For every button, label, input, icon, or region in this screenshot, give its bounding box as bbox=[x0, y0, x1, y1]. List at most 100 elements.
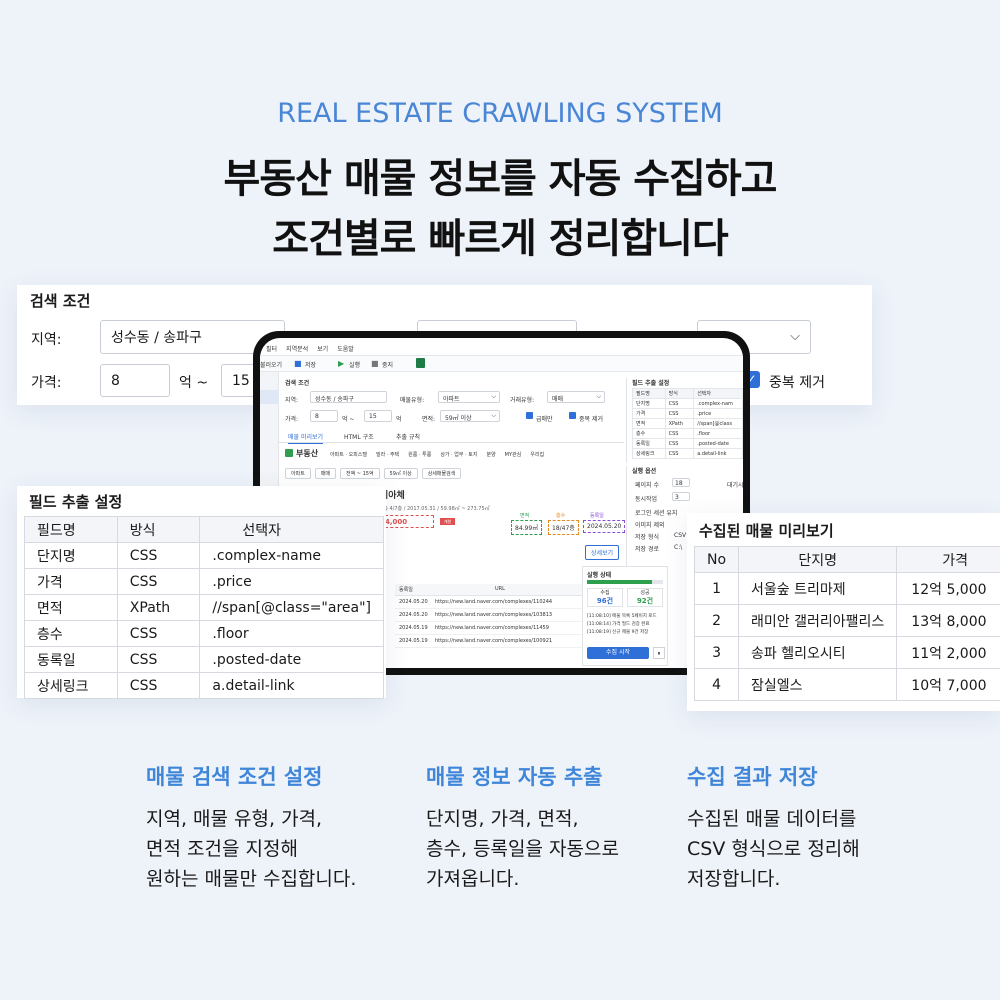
table-cell: .complex-name bbox=[199, 542, 384, 569]
table-cell: CSS bbox=[116, 646, 201, 673]
tab-preview[interactable]: 매물 미리보기 bbox=[288, 432, 324, 444]
opt-format-value[interactable]: CSV bbox=[674, 532, 687, 539]
site-nav-item[interactable]: 상가 · 업무 · 토지 bbox=[440, 452, 478, 458]
options-title: 실행 옵션 bbox=[632, 468, 657, 475]
table-cell: 4 bbox=[693, 668, 740, 701]
progress-fill bbox=[587, 580, 652, 584]
app-deal-select[interactable]: 매매⌵ bbox=[547, 391, 605, 403]
detail-button[interactable]: 상세보기 bbox=[585, 545, 620, 560]
opt-concurrency-label: 동시작업 bbox=[635, 496, 658, 503]
urgent-checkbox[interactable] bbox=[526, 412, 533, 419]
app-area-select[interactable]: 59㎡ 이상⌵ bbox=[440, 410, 500, 422]
app-dedupe-label: 중복 제거 bbox=[579, 416, 603, 423]
table-cell: CSS bbox=[664, 438, 695, 449]
site-filter[interactable]: 59㎡ 이상 bbox=[383, 468, 418, 479]
search-panel-title: 검색 조건 bbox=[30, 292, 91, 310]
app-type-select[interactable]: 아파트⌵ bbox=[438, 391, 500, 403]
table-cell: CSS bbox=[664, 398, 695, 409]
play-icon: ▶ bbox=[338, 359, 345, 368]
site-nav-item[interactable]: 우리집 bbox=[530, 452, 545, 458]
pause-icon[interactable]: ⏸ bbox=[653, 647, 665, 659]
listing-price: 4,000 bbox=[380, 515, 434, 528]
table-cell: .price bbox=[199, 568, 384, 595]
opt-concurrency-input[interactable]: 3 bbox=[672, 492, 690, 501]
app-price-max[interactable]: 15 bbox=[364, 410, 392, 422]
chevron-down-icon: ⌵ bbox=[491, 412, 496, 419]
opt-login-label[interactable]: 로그인 세션 유지 bbox=[635, 510, 678, 517]
app-price-min[interactable]: 8 bbox=[310, 410, 338, 422]
table-cell: 단지명 bbox=[24, 542, 118, 569]
app-area-label: 면적: bbox=[422, 416, 436, 423]
start-collect-button[interactable]: 수집 시작 bbox=[587, 647, 649, 659]
site-nav-item[interactable]: 빌라 · 주택 bbox=[375, 452, 400, 458]
stop-button[interactable]: 중지 bbox=[382, 362, 394, 369]
feature-title-save: 수집 결과 저장 bbox=[687, 765, 818, 789]
gutter-selected bbox=[260, 390, 279, 404]
table-cell: .complex-nam bbox=[693, 398, 743, 409]
table-cell: 2 bbox=[693, 604, 740, 637]
app-region-input[interactable]: 성수동 / 송파구 bbox=[310, 391, 387, 403]
app-type-label: 매물유형: bbox=[400, 397, 425, 404]
app-options-panel: 실행 옵션 페이지 수 18 대기시 동시작업 3 로그인 세션 유지 이미지 … bbox=[626, 466, 743, 566]
progress-track bbox=[587, 580, 663, 584]
app-price-unit: 억 ~ bbox=[342, 416, 355, 423]
site-filter[interactable]: 매매 bbox=[314, 468, 337, 479]
app-price-label: 가격: bbox=[285, 416, 299, 423]
menu-item[interactable]: 필터 bbox=[266, 346, 278, 353]
field-col-header: 방식 bbox=[116, 516, 201, 543]
opt-pages-input[interactable]: 18 bbox=[672, 478, 690, 487]
site-filters: 아파트 매매 전액 ~ 15억 59㎡ 이상 상세매물검색 bbox=[285, 468, 462, 479]
tab-html[interactable]: HTML 구조 bbox=[344, 434, 374, 441]
load-button[interactable]: 불러오기 bbox=[260, 362, 283, 369]
menu-item[interactable]: 보기 bbox=[317, 346, 329, 353]
site-filter[interactable]: 상세매물검색 bbox=[421, 468, 462, 479]
save-button[interactable]: 저장 bbox=[305, 362, 317, 369]
site-nav-item[interactable]: 원룸 · 투룸 bbox=[408, 452, 432, 458]
site-nav: 아파트 · 오피스텔 빌라 · 주택 원룸 · 투룸 상가 · 업무 · 토지 … bbox=[330, 451, 544, 458]
menu-item[interactable]: 지역분석 bbox=[286, 346, 309, 353]
tab-rules[interactable]: 추출 규칙 bbox=[396, 434, 420, 441]
site-nav-item[interactable]: 분양 bbox=[486, 452, 496, 458]
hero-title-line2: 조건별로 빠르게 정리합니다 bbox=[272, 216, 728, 262]
app-dedupe-checkbox[interactable] bbox=[569, 412, 576, 419]
site-nav-item[interactable]: 아파트 · 오피스텔 bbox=[330, 452, 367, 458]
area-value: 84.99㎡ bbox=[511, 520, 543, 535]
site-filter[interactable]: 전액 ~ 15억 bbox=[340, 468, 380, 479]
table-cell: 단지명 bbox=[632, 398, 666, 409]
menu-item[interactable]: 도움말 bbox=[337, 346, 354, 353]
site-name: 부동산 bbox=[296, 449, 319, 458]
run-button[interactable]: 실행 bbox=[349, 362, 361, 369]
opt-path-value[interactable]: C:\ bbox=[674, 544, 683, 551]
excel-icon[interactable] bbox=[416, 358, 425, 368]
floor-tag: 층수 bbox=[556, 513, 566, 519]
table-cell: .posted-date bbox=[693, 438, 743, 449]
opt-image-label[interactable]: 이미지 제외 bbox=[635, 522, 665, 529]
price-min-input[interactable]: 8 bbox=[100, 364, 170, 397]
site-nav-item[interactable]: MY관심 bbox=[504, 452, 522, 458]
app-price-unit2: 억 bbox=[396, 416, 402, 423]
table-cell: CSS bbox=[664, 428, 695, 439]
site-filter[interactable]: 아파트 bbox=[285, 468, 311, 479]
